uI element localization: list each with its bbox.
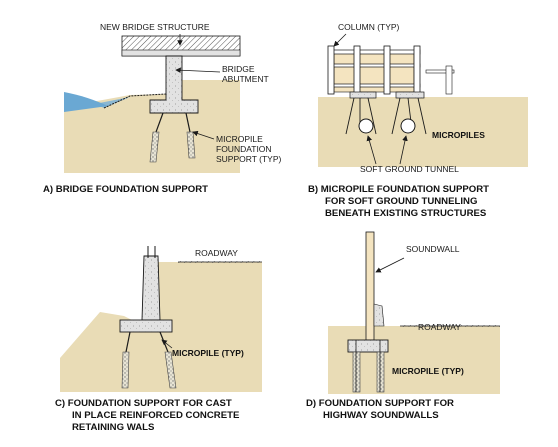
panel-b-tunnel-label: SOFT GROUND TUNNEL (360, 164, 459, 174)
panel-a-micropile-label-1: MICROPILE (216, 134, 263, 144)
panel-d-wall (365, 231, 375, 341)
panel-a-bond-2 (186, 131, 196, 159)
panel-b-caption-1: B) MICROPILE FOUNDATION SUPPORT (308, 184, 489, 195)
panel-d-roadway-label: ROADWAY (418, 322, 461, 332)
panel-d-soundwall: SOUNDWALL ROADWAY MICROPILE (TYP) D) FOU… (306, 231, 500, 421)
panel-b-soil (318, 97, 528, 167)
panel-b-footing-1 (349, 91, 377, 99)
panel-a-bond-1 (149, 131, 160, 163)
panel-b-tunnel-2 (400, 118, 416, 134)
panel-c-bond-1 (121, 351, 130, 389)
panel-a-water-body (64, 92, 108, 112)
panel-c-bond-2 (164, 351, 177, 389)
panel-c-roadway-label: ROADWAY (195, 248, 238, 258)
panel-d-micropile-1 (352, 351, 361, 393)
panel-b-caption-3: BENEATH EXISTING STRUCTURES (325, 208, 487, 219)
panel-c-caption-3: RETAINING WALS (72, 422, 155, 433)
panel-b-column-3 (383, 45, 391, 95)
panel-a-bridge: NEW BRIDGE STRUCTURE BRIDGE ABUTMENT MIC… (43, 22, 282, 195)
panel-b-column-4 (413, 45, 421, 95)
panel-a-slope (103, 93, 167, 109)
panel-a-micropile-label-3: SUPPORT (TYP) (216, 154, 282, 164)
panel-d-micropile-2 (376, 351, 385, 393)
panel-d-caption-1: D) FOUNDATION SUPPORT FOR (306, 398, 454, 409)
panel-c-wall-stem (141, 255, 161, 321)
panel-c-micropile-1 (125, 331, 131, 353)
panel-c-footing (119, 319, 173, 333)
panel-b-column-2 (353, 45, 361, 95)
panel-a-abutment-label-2: ABUTMENT (222, 74, 269, 84)
panel-b-footing-2 (395, 91, 425, 99)
panel-a-micropile-1 (155, 112, 164, 133)
panel-d-soundwall-label: SOUNDWALL (406, 244, 460, 254)
panel-c-retaining-wall: ROADWAY MICROPILE (TYP) C) FOUNDATION SU… (55, 246, 262, 433)
panel-a-structure-label: NEW BRIDGE STRUCTURE (100, 22, 210, 32)
panel-c-caption-2: IN PLACE REINFORCED CONCRETE (72, 410, 240, 421)
panel-c-micropile-label: MICROPILE (TYP) (172, 348, 244, 358)
panel-b-micropiles-label: MICROPILES (432, 130, 485, 140)
panel-b-tunnel-1 (358, 118, 374, 134)
panel-d-berm (373, 303, 385, 327)
panel-a-micropile-2 (185, 112, 191, 133)
panel-b-caption-2: FOR SOFT GROUND TUNNELING (325, 196, 477, 207)
panel-c-caption-1: C) FOUNDATION SUPPORT FOR CAST (55, 398, 232, 409)
panel-a-caption: A) BRIDGE FOUNDATION SUPPORT (43, 184, 208, 195)
panel-d-micropile-label: MICROPILE (TYP) (392, 366, 464, 376)
panel-b-tunnel: COLUMN (TYP) MICROPILES SOFT GROUND TUNN… (308, 22, 528, 219)
panel-b-column-label: COLUMN (TYP) (338, 22, 400, 32)
panel-a-micropile-label-2: FOUNDATION (216, 144, 272, 154)
panel-b-column-1 (327, 45, 335, 95)
panel-d-caption-2: HIGHWAY SOUNDWALLS (323, 410, 439, 421)
panel-a-deck-top (121, 49, 241, 57)
panel-a-abutment-label-1: BRIDGE (222, 64, 255, 74)
panel-d-pile-cap (347, 339, 389, 353)
